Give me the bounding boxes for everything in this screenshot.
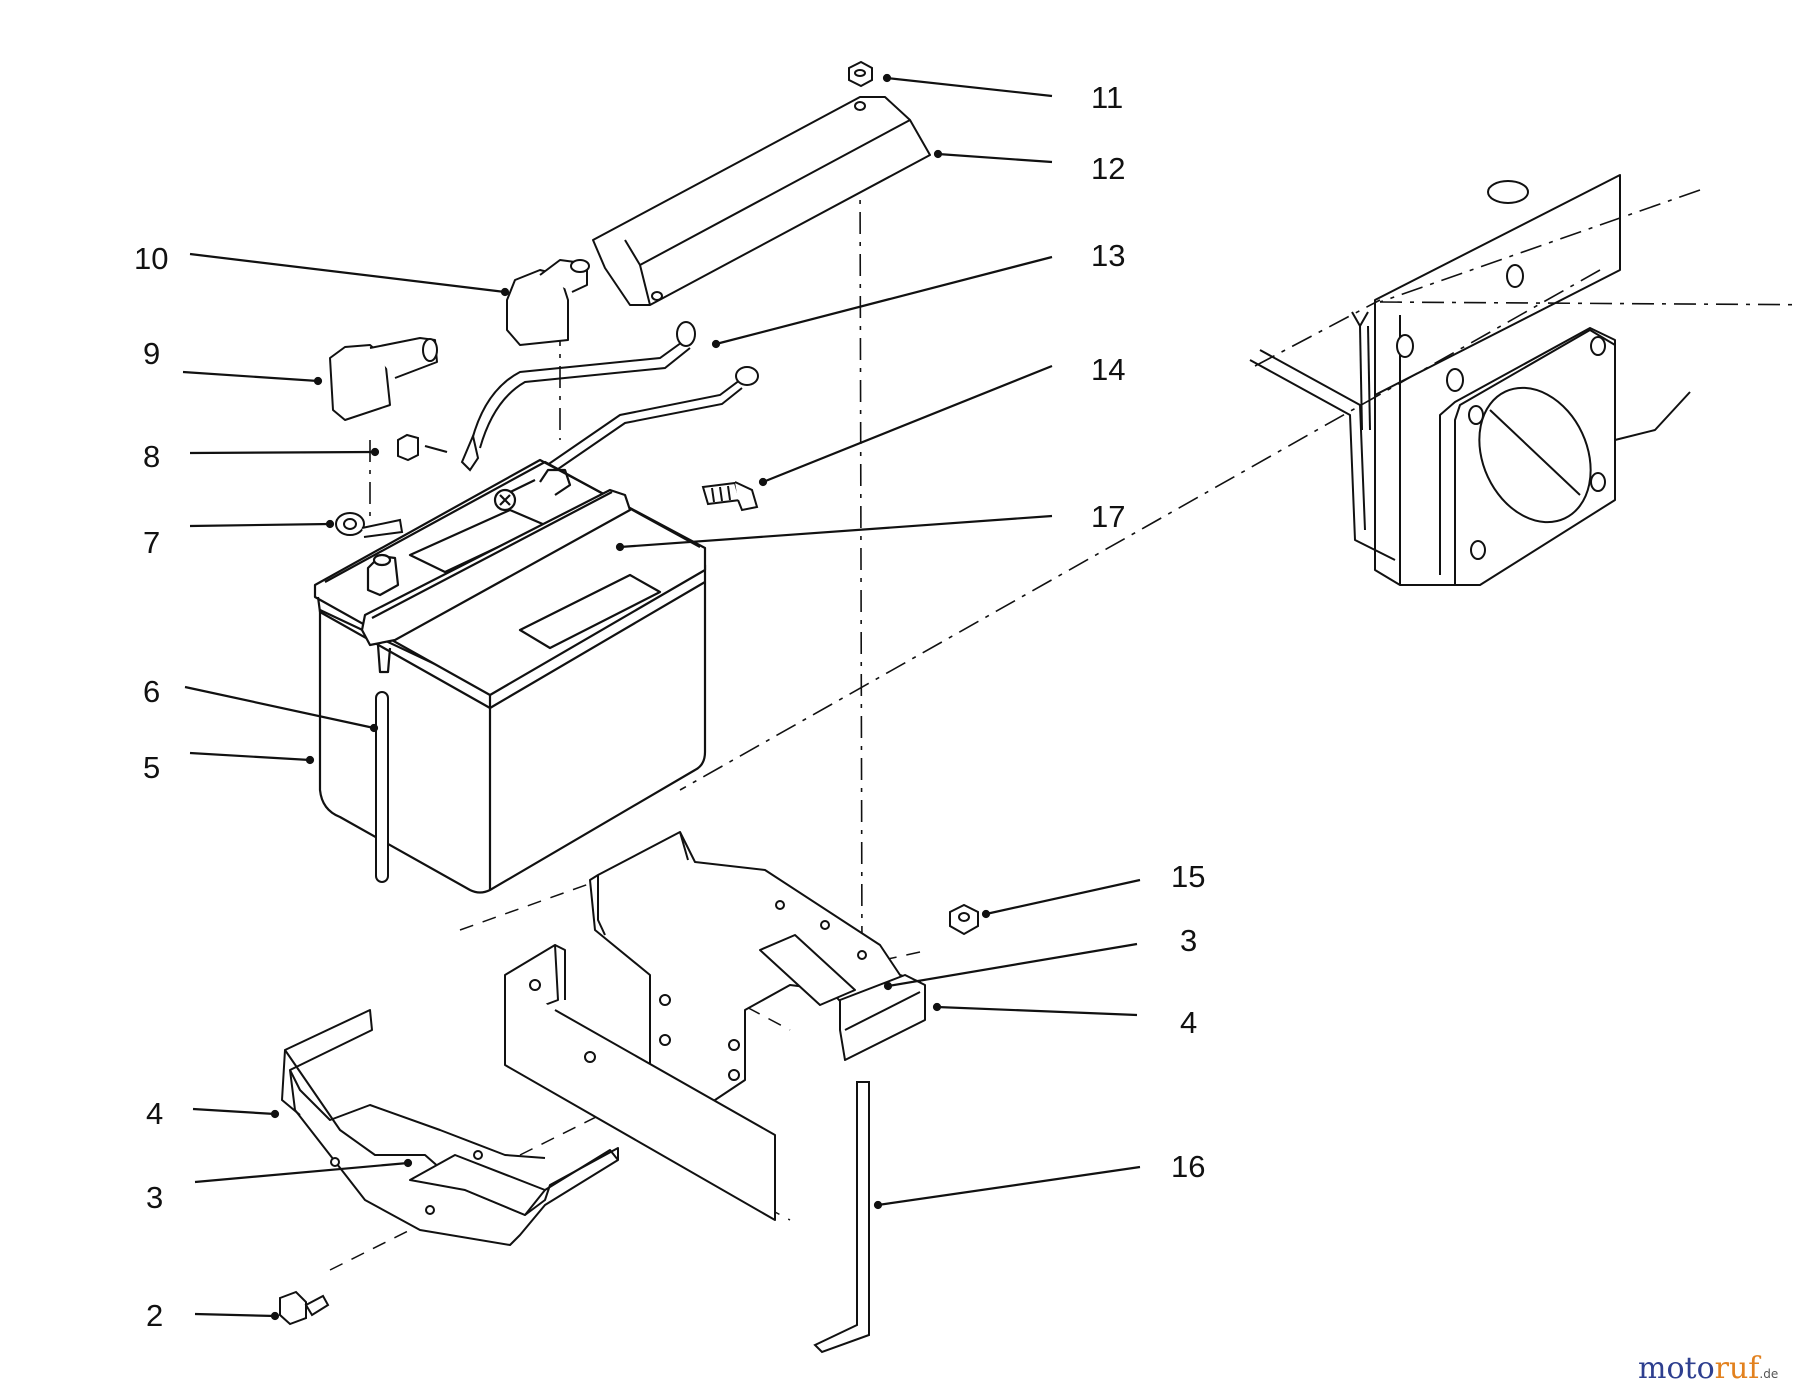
callout-9: 9 — [143, 336, 160, 371]
watermark-text: motoruf.de — [1638, 1351, 1778, 1386]
callout-10: 10 — [134, 241, 168, 276]
callout-16: 16 — [1171, 1149, 1205, 1184]
callout-4-right: 4 — [1180, 1005, 1197, 1040]
battery-tray-lower — [281, 1009, 619, 1246]
j-bolt-16 — [813, 1081, 870, 1354]
leader-lines — [182, 73, 1141, 1321]
frame-bracket — [1249, 174, 1691, 586]
nut-8 — [397, 433, 419, 462]
hold-down-bar — [592, 96, 931, 306]
callout-13: 13 — [1091, 238, 1125, 273]
callout-12: 12 — [1091, 151, 1125, 186]
callout-5: 5 — [143, 750, 160, 785]
bolt-2 — [279, 1290, 330, 1326]
battery-tray-upper — [589, 831, 926, 1131]
battery — [313, 458, 707, 894]
callout-7: 7 — [143, 525, 160, 560]
callout-3-left: 3 — [146, 1180, 163, 1215]
nut-15 — [949, 903, 979, 936]
motoruf-watermark: motoruf.de — [1638, 1351, 1778, 1386]
callout-2: 2 — [146, 1298, 163, 1333]
assembly-center-lines — [369, 169, 1800, 961]
callout-8: 8 — [143, 439, 160, 474]
terminal-boot-9 — [329, 337, 438, 421]
callout-17: 17 — [1091, 499, 1125, 534]
callout-4-left: 4 — [146, 1096, 163, 1131]
bolt-14 — [701, 481, 759, 512]
callout-labels: 11 12 10 13 9 14 8 7 17 6 5 15 3 4 4 16 … — [134, 80, 1205, 1333]
callout-6: 6 — [143, 674, 160, 709]
callout-14: 14 — [1091, 352, 1125, 387]
terminal-boot-10 — [506, 259, 590, 346]
support-plate — [504, 944, 776, 1221]
ring-terminal-7 — [335, 512, 404, 538]
callout-3-right: 3 — [1180, 923, 1197, 958]
callout-11: 11 — [1091, 80, 1123, 115]
hold-down-rod-6 — [375, 691, 389, 883]
callout-15: 15 — [1171, 859, 1205, 894]
nut-11 — [848, 60, 873, 88]
